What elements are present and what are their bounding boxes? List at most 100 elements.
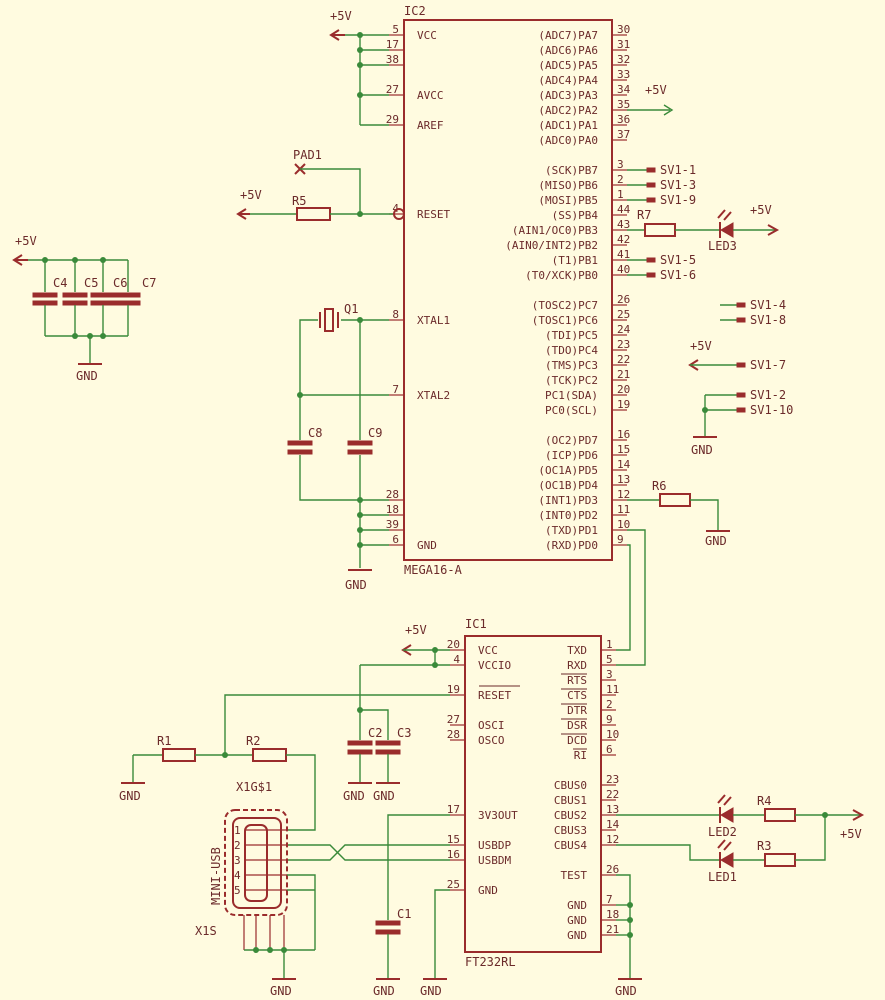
ic1-gnd: GND [615, 874, 642, 998]
pin-number: 23 [617, 338, 630, 351]
ic2-power-wires [345, 32, 389, 126]
pin-number: 25 [447, 878, 460, 891]
pin-name: (TMS)PC3 [545, 359, 598, 372]
pin-number: 34 [617, 83, 631, 96]
ic1-power: +5V C2 C3 GND GND [343, 623, 450, 803]
pin-name: RESET [478, 689, 511, 702]
r1-label: R1 [157, 734, 171, 748]
pin-number: 42 [617, 233, 630, 246]
pin-name: (INT1)PD3 [538, 494, 598, 507]
ic1-value: FT232RL [465, 955, 516, 969]
pin-name: TEST [561, 869, 588, 882]
vcc-label-ic2: +5V [330, 9, 352, 23]
pin-number: 22 [606, 788, 619, 801]
pin-number: 5 [606, 653, 613, 666]
r4-resistor [764, 808, 796, 822]
pin-name: (TOSC1)PC6 [532, 314, 598, 327]
pin-number: 32 [617, 53, 630, 66]
pin-name: USBDP [478, 839, 511, 852]
pin-number: 19 [617, 398, 630, 411]
pin-name: DCD [567, 734, 587, 747]
pin-name: PC0(SCL) [545, 404, 598, 417]
pin-number: 14 [617, 458, 631, 471]
pin-name: GND [567, 914, 587, 927]
c9-label: C9 [368, 426, 382, 440]
pin-number: 21 [606, 923, 619, 936]
r3-resistor [764, 853, 796, 867]
q1-label: Q1 [344, 302, 358, 316]
pin-name: (MOSI)PB5 [538, 194, 598, 207]
pin-name: (ADC5)PA5 [538, 59, 598, 72]
c4-label: C4 [53, 276, 67, 290]
r2-resistor [252, 748, 287, 762]
reset-network: R5 +5V [236, 188, 405, 221]
uart-wires [616, 529, 646, 666]
c6-capacitor [90, 292, 116, 298]
sv1-3-label: SV1-3 [660, 178, 696, 192]
sv1-7-label: SV1-7 [750, 358, 786, 372]
c1-label: C1 [397, 907, 411, 921]
pad1: PAD1 [293, 148, 361, 214]
c3-label: C3 [397, 726, 411, 740]
sv1-5-label: SV1-5 [660, 253, 696, 267]
pin-name: DSR [567, 719, 587, 732]
ic1-right-pins: 1TXD5RXD3RTS11CTS2DTR9DSR10DCD6RI23CBUS0… [554, 638, 620, 942]
r6-resistor [659, 493, 691, 507]
ic1-overbars [479, 673, 587, 750]
sv1-10-label: SV1-10 [750, 403, 793, 417]
pin-number: 18 [606, 908, 619, 921]
pin-name: (SCK)PB7 [545, 164, 598, 177]
pa2-vcc: +5V [627, 83, 674, 116]
mini-usb-connector: 1 2 3 4 5 X1G$1 MINI-USB X1S GND [195, 780, 316, 998]
r2-label: R2 [246, 734, 260, 748]
pin-number: 28 [386, 488, 399, 501]
sv1-6-label: SV1-6 [660, 268, 696, 282]
pin-number: 15 [617, 443, 630, 456]
pin-number: 38 [386, 53, 399, 66]
pin-number: 16 [617, 428, 630, 441]
gnd-label-r1: GND [119, 789, 141, 803]
pin-name: (AIN1/OC0)PB3 [512, 224, 598, 237]
pin-name: CBUS1 [554, 794, 587, 807]
pin-number: 16 [447, 848, 460, 861]
vcc-label-led2: +5V [840, 827, 862, 841]
gnd-label-c2: GND [343, 789, 365, 803]
sv1-1-label: SV1-1 [660, 163, 696, 177]
pin-name: (OC1B)PD4 [538, 479, 598, 492]
r6-label: R6 [652, 479, 666, 493]
r3-label: R3 [757, 839, 771, 853]
led2-diode [720, 807, 734, 823]
pin-name: RTS [567, 674, 587, 687]
pin-number: 26 [606, 863, 619, 876]
pin-name: PC1(SDA) [545, 389, 598, 402]
pin-number: 15 [447, 833, 460, 846]
pin-number: 7 [606, 893, 613, 906]
pin-number: 9 [606, 713, 613, 726]
c6-label: C6 [113, 276, 127, 290]
gnd-label-c1: GND [373, 984, 395, 998]
pin-name: (T1)PB1 [552, 254, 598, 267]
usb-value-label: MINI-USB [209, 847, 223, 905]
pin-name: CBUS3 [554, 824, 587, 837]
vcc-label-caps: +5V [15, 234, 37, 248]
r5-label: R5 [292, 194, 306, 208]
led1-diode [720, 852, 734, 868]
pin-name: (OC2)PD7 [545, 434, 598, 447]
pin-number: 5 [392, 23, 399, 36]
pin-number: 13 [617, 473, 630, 486]
pin-name: VCCIO [478, 659, 511, 672]
pin-name: CTS [567, 689, 587, 702]
usb-pin-1: 1 [234, 824, 241, 837]
vcc-label-sv1: +5V [690, 339, 712, 353]
pin-name: RESET [417, 208, 450, 221]
pin-number: 3 [606, 668, 613, 681]
pin-number: 4 [392, 202, 399, 215]
c2-capacitor [347, 740, 373, 746]
pin-name: OSCO [478, 734, 505, 747]
pin-name: XTAL1 [417, 314, 450, 327]
pin-number: 24 [617, 323, 631, 336]
pin-number: 36 [617, 113, 630, 126]
pin-name: AVCC [417, 89, 444, 102]
